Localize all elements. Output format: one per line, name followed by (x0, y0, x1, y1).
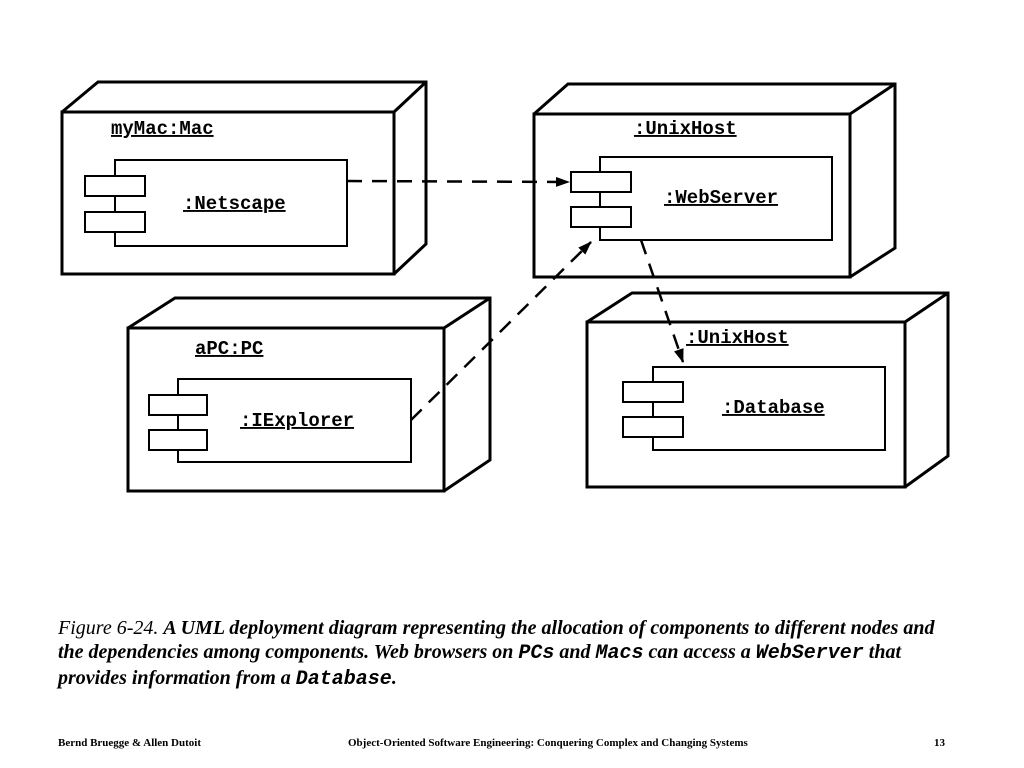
caption-code-pcs: PCs (518, 642, 555, 665)
caption-code-macs: Macs (595, 642, 644, 665)
component-label-database: :Database (722, 397, 825, 419)
node-label-unixhost-db: :UnixHost (686, 327, 789, 349)
footer-authors: Bernd Bruegge & Allen Dutoit (58, 737, 201, 749)
footer-page-number: 13 (934, 737, 945, 749)
node-unixhost-web: :UnixHost :WebServer (532, 82, 897, 279)
caption-text-2: and (559, 641, 591, 663)
caption-text-5: . (391, 667, 397, 689)
deployment-diagram: myMac:Mac :Netscape :UnixHost :WebServer… (60, 80, 950, 493)
component-label-webserver: :WebServer (664, 187, 778, 209)
component-port-icon (622, 381, 684, 403)
component-label-netscape: :Netscape (183, 193, 286, 215)
component-port-icon (570, 171, 632, 193)
dependency-iexplorer-webserver (410, 241, 592, 421)
component-database: :Database (622, 366, 886, 451)
component-port-icon (570, 206, 632, 228)
component-iexplorer: :IExplorer (148, 378, 412, 463)
caption-code-database: Database (295, 668, 392, 691)
component-port-icon (148, 394, 208, 416)
node-label-apc: aPC:PC (195, 338, 263, 360)
component-label-iexplorer: :IExplorer (240, 410, 354, 432)
caption-text-1: A UML deployment diagram representing th… (58, 617, 935, 663)
footer-book-title: Object-Oriented Software Engineering: Co… (348, 737, 748, 749)
figure-caption: Figure 6-24. A UML deployment diagram re… (58, 616, 958, 692)
node-label-unixhost-web: :UnixHost (634, 118, 737, 140)
dependency-netscape-webserver (346, 176, 570, 187)
component-port-icon (84, 211, 146, 233)
component-netscape: :Netscape (84, 159, 348, 247)
component-port-icon (622, 416, 684, 438)
component-port-icon (148, 429, 208, 451)
node-unixhost-db: :UnixHost :Database (585, 291, 950, 489)
caption-text-3: can access a (648, 641, 751, 663)
caption-text-4: that provides information from a (58, 641, 902, 689)
component-port-icon (84, 175, 146, 197)
caption-code-webserver: WebServer (755, 642, 864, 665)
dependency-webserver-database (639, 239, 685, 363)
node-apc: aPC:PC :IExplorer (126, 296, 492, 493)
node-label-mymac: myMac:Mac (111, 118, 214, 140)
node-mymac: myMac:Mac :Netscape (60, 80, 428, 276)
component-webserver: :WebServer (570, 156, 833, 241)
caption-figure-number: Figure 6-24. (58, 617, 159, 639)
